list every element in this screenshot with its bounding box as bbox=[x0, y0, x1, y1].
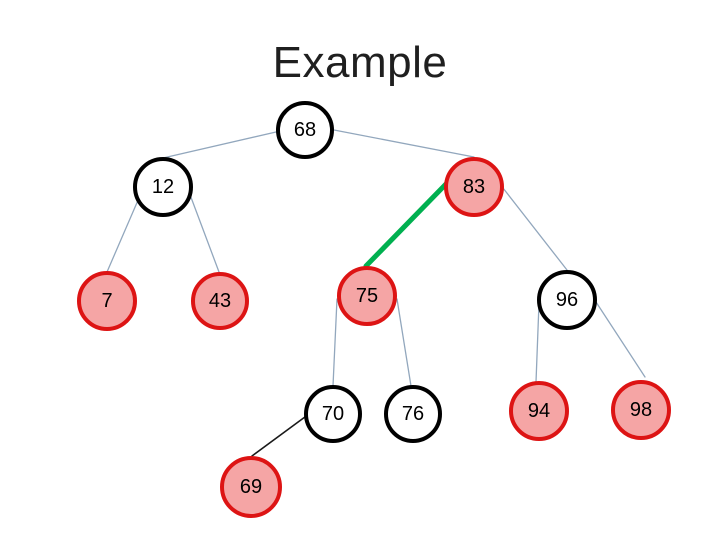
tree-node-70: 70 bbox=[304, 385, 362, 443]
tree-edge-96-94 bbox=[535, 302, 540, 383]
tree-edge-68-83 bbox=[333, 129, 475, 158]
tree-node-75: 75 bbox=[337, 266, 397, 326]
tree-node-43: 43 bbox=[191, 272, 249, 330]
tree-edge-83-96 bbox=[502, 187, 568, 271]
tree-node-12: 12 bbox=[133, 157, 193, 217]
tree-edge-12-43 bbox=[188, 191, 220, 273]
tree-edge-75-70 bbox=[332, 298, 338, 387]
slide-title: Example bbox=[272, 38, 448, 87]
tree-node-label: 12 bbox=[151, 175, 175, 198]
tree-edge-75-76 bbox=[396, 298, 412, 387]
tree-node-label: 7 bbox=[101, 289, 113, 312]
tree-node-label: 69 bbox=[239, 475, 263, 498]
tree-edge-68-12 bbox=[162, 131, 277, 159]
tree-node-98: 98 bbox=[611, 380, 671, 440]
tree-node-label: 98 bbox=[629, 398, 653, 421]
tree-node-7: 7 bbox=[77, 271, 137, 331]
tree-node-label: 76 bbox=[401, 402, 425, 425]
tree-edge-96-98 bbox=[595, 301, 646, 378]
tree-edge-83-75-highlighted bbox=[363, 181, 449, 269]
tree-node-83: 83 bbox=[444, 157, 504, 217]
tree-node-label: 43 bbox=[208, 289, 232, 312]
tree-node-label: 68 bbox=[293, 118, 317, 141]
tree-node-76: 76 bbox=[384, 385, 442, 443]
tree-node-label: 70 bbox=[321, 402, 345, 425]
tree-edge-70-69 bbox=[251, 413, 310, 457]
tree-node-94: 94 bbox=[509, 381, 569, 441]
tree-node-68: 68 bbox=[276, 101, 334, 159]
tree-node-label: 96 bbox=[555, 288, 579, 311]
tree-node-label: 75 bbox=[355, 284, 379, 307]
tree-node-69: 69 bbox=[220, 456, 282, 518]
tree-edge-12-7 bbox=[106, 190, 143, 273]
tree-node-label: 83 bbox=[462, 175, 486, 198]
tree-node-96: 96 bbox=[537, 270, 597, 330]
tree-node-label: 94 bbox=[527, 399, 551, 422]
